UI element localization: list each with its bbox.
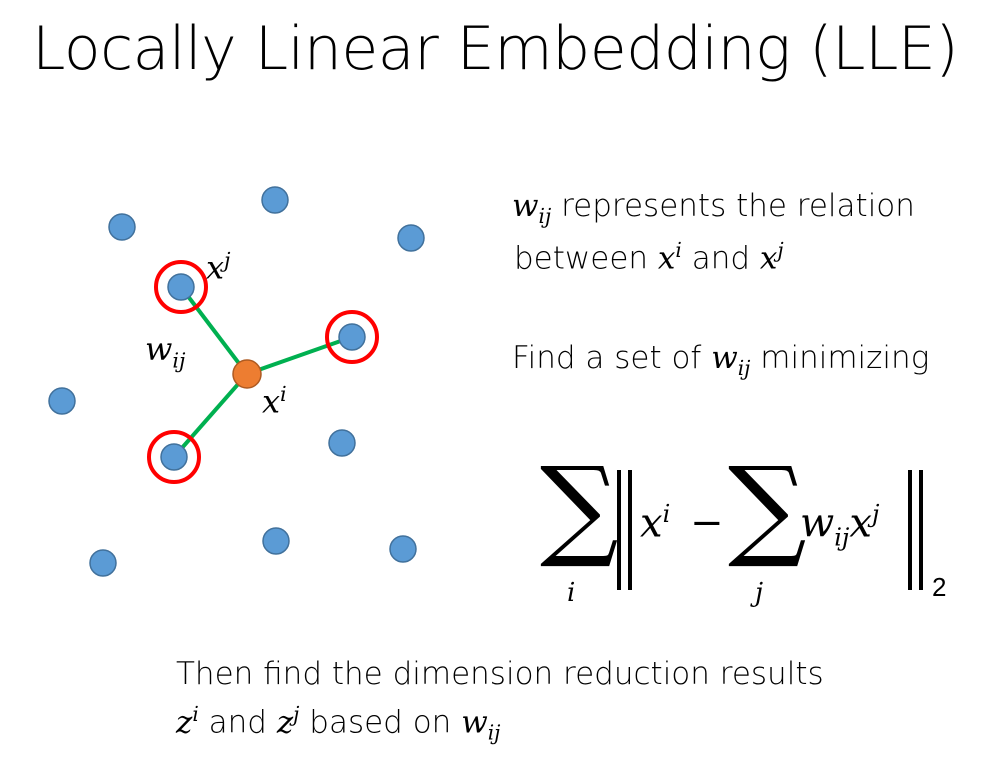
data-point: [167, 273, 195, 301]
edge-xj: [179, 285, 249, 376]
edge-bottom: [172, 372, 249, 459]
data-point: [89, 549, 117, 577]
norm-subscript: 2: [932, 572, 947, 602]
term-wij-xj: wijxj: [800, 500, 880, 552]
minimize-text: Find a set of wij minimizing: [512, 340, 930, 381]
neighbor-ring: [147, 430, 201, 484]
result-text-line1: Then find the dimension reduction result…: [176, 656, 824, 692]
term-xi: xi: [640, 500, 671, 547]
sum-symbol-j: ∑: [728, 443, 807, 571]
data-point: [48, 387, 76, 415]
label-wij: wij: [145, 330, 186, 373]
result-text-line2: zi and zj based on wij: [176, 702, 501, 745]
relation-text-line2: between xi and xj: [514, 238, 784, 277]
norm-bar: [919, 470, 923, 590]
data-point: [338, 323, 366, 351]
data-point: [397, 224, 425, 252]
label-xi: xi: [262, 382, 287, 421]
neighbor-ring: [154, 260, 208, 314]
data-point: [328, 429, 356, 457]
neighbor-ring: [325, 310, 379, 364]
center-point: [232, 359, 262, 389]
norm-bar: [628, 470, 632, 590]
data-point: [262, 527, 290, 555]
minus-sign: −: [690, 500, 724, 546]
norm-bar: [908, 470, 912, 590]
data-point: [160, 443, 188, 471]
data-point: [261, 186, 289, 214]
edge-right: [246, 335, 353, 376]
data-point: [389, 535, 417, 563]
lle-diagram: [48, 186, 425, 577]
sum-index-i: i: [567, 578, 576, 608]
data-point: [108, 213, 136, 241]
label-xj: xj: [206, 248, 231, 287]
norm-bar: [617, 470, 621, 590]
sum-index-j: j: [755, 578, 764, 608]
sum-symbol: ∑: [540, 443, 619, 571]
slide-title: Locally Linear Embedding (LLE): [32, 14, 959, 84]
relation-text-line1: wij represents the relation: [512, 188, 915, 229]
